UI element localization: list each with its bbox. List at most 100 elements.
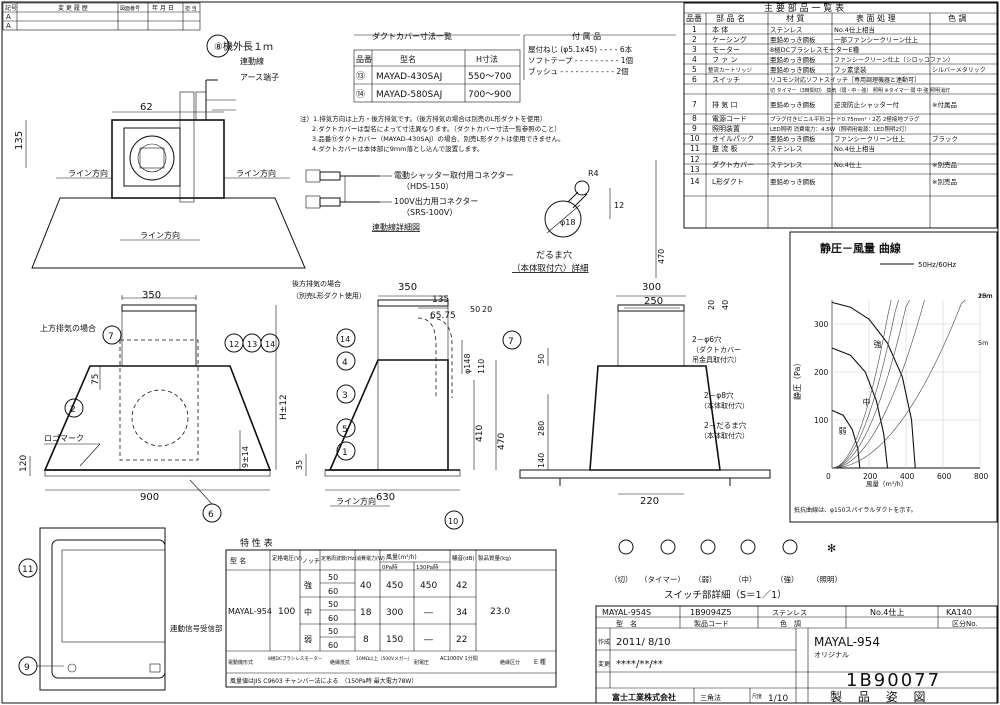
connector-detail: 電動シャッター取付用コネクター （HDS-150） 100V出力用コネクター （… [305, 169, 514, 232]
chart-y-tick: 300 [814, 320, 829, 329]
spec-f-motor-val: 8極DCブラシレスモーター [268, 655, 323, 662]
duct-row1-model: MAYAD-430SAJ [376, 72, 442, 82]
dim-front-h: H±12 [279, 394, 289, 420]
spec-r3-w: 8 [363, 635, 369, 645]
switch-label-low: （弱） [694, 575, 717, 584]
tb-scale-label: 尺度 [752, 693, 762, 700]
shutter-connector-label: 電動シャッター取付用コネクター [394, 170, 514, 180]
dim-side-470: 470 [497, 433, 507, 450]
spec-f-motor: 電動機形式 [228, 659, 253, 666]
spec-r1-hz60: 60 [328, 587, 338, 596]
line-dir-bottom: ライン方向 [140, 230, 180, 240]
part-5-no: 5 [692, 65, 697, 74]
chart-ylabel: 静圧（Pa） [792, 359, 802, 400]
spec-r1-db: 42 [456, 581, 467, 591]
connector-detail-title: 連動線詳細図 [372, 222, 420, 232]
rear-hole-3-b: （本体取付穴） [700, 431, 749, 440]
chart-x-tick: 800 [974, 472, 989, 481]
dim-side-410: 410 [475, 425, 485, 442]
parts-header-no: 品番 [686, 13, 702, 23]
callout-7: 7 [108, 332, 114, 342]
spec-r3-q130: ― [424, 635, 433, 645]
dim-side-20: 20 [482, 305, 492, 314]
bottom-view: 11 9 連動信号受信部 [18, 527, 223, 691]
hole-d12: 12 [614, 201, 624, 210]
part-7-color: ※付属品 [932, 100, 957, 109]
part-8-no: 8 [692, 114, 697, 123]
dim-rear-250: 250 [644, 296, 663, 307]
line-dir-right: ライン方向 [236, 168, 276, 178]
dim-rear-50: 50 [537, 354, 546, 364]
duct-row2-model: MAYAD-580SAJ [376, 90, 442, 100]
spec-h-db: 騒音(dB) [452, 554, 475, 562]
spec-r2-hz50: 50 [328, 600, 338, 609]
rev-header-drawing: 図面番号 [120, 5, 140, 12]
duct-header-model: 型名 [400, 54, 416, 64]
dim-rear-220: 220 [640, 496, 659, 507]
tb-drawing-no: 1B90077 [846, 670, 941, 691]
part-9-no: 9 [692, 124, 697, 133]
note-1: 注）1.排気方向は上方・後方排気です。（後方排気の場合は別売のL形ダクトを使用） [300, 114, 546, 123]
dim-135: 135 [14, 131, 25, 150]
callout-14-side: 14 [340, 335, 350, 344]
spec-h-kg: 製品質量(kg) [478, 554, 511, 562]
part-9-material: LED照明 消費電力：4.5W（照明用電源：LED照明2灯） [770, 125, 910, 133]
spec-table: 特 性 表 型 名 定格電圧(V) ノッチ 定格周波数(Hz) 消費電力(W) … [225, 537, 557, 688]
callout-3: 3 [342, 391, 348, 401]
part-5-material: 亜鉛めっき鋼板 [770, 65, 816, 74]
chart-resistance-curve [831, 299, 899, 469]
tb-model: MAYAL-954S [602, 608, 651, 617]
callout-1: 1 [342, 448, 348, 458]
part-12-material: ステンレス [770, 161, 803, 169]
part-10-material: 亜鉛めっき鋼板 [770, 134, 816, 143]
chart-x-tick: 600 [937, 472, 952, 481]
spec-r1-notch: 強 [304, 580, 312, 590]
duct-table-title: ダクトカバー寸法一覧 [372, 31, 452, 41]
rear-view: 300 250 20 40 50 280 140 220 2－φ6穴 （ダクトカ… [519, 282, 771, 507]
part-14-no: 14 [690, 177, 700, 186]
switch-label-mid: （中） [734, 574, 757, 584]
dim-rear-140: 140 [537, 453, 546, 468]
spec-voltage: 100 [278, 607, 295, 617]
dim-rear-280: 280 [537, 421, 546, 436]
tb-color: ステンレス [772, 609, 807, 617]
dim-rear-40: 40 [721, 300, 730, 310]
part-4-material: 亜鉛めっき鋼板 [770, 55, 816, 64]
parts-header-finish: 表 面 処 理 [856, 13, 896, 23]
duct-cover-table: ダクトカバー寸法一覧 品番 型名 H寸法 ⑬ MAYAD-430SAJ 550〜… [353, 31, 521, 103]
switch-label-off: （切） [610, 575, 633, 584]
parts-header-color: 色 調 [948, 13, 967, 23]
part-6-material: リコモン対応ソフトスイッチ［専用調理機器と連動可］ [770, 76, 920, 84]
part-8-name: 電源コード [712, 114, 747, 123]
part-4-name: フ ァ ン [712, 56, 737, 64]
spec-r2-q130: ― [424, 608, 433, 618]
callout-5: 5 [342, 425, 348, 435]
parts-header-name: 部 品 名 [716, 13, 745, 23]
tb-code: 1B9094Z5 [690, 608, 732, 617]
callout-14: 14 [265, 340, 275, 349]
chart-x-tick: 0 [826, 472, 831, 481]
tb-lbl-class: 区分No. [952, 619, 978, 628]
part-5-finish: フッ素塗装 [834, 65, 867, 74]
spec-r1-q0: 450 [386, 581, 403, 591]
chart-y-tick: 200 [814, 368, 829, 377]
part-1-finish: No.4仕上相当 [834, 25, 875, 34]
part-13-no: 13 [690, 165, 700, 174]
tb-scale: 1/10 [768, 694, 788, 704]
tb-projection: 三角法 [700, 693, 721, 702]
accessory-tape: ソフトテープ - - - - - - - - - 1個 [528, 55, 633, 65]
side-view: 350 135 65.75 50 20 φ148 110 410 470 630… [292, 279, 522, 530]
dim-side-50: 50 [470, 305, 480, 314]
rear-exhaust-label: 後方排気の場合 [292, 279, 341, 288]
callout-13: 13 [247, 340, 257, 349]
tb-company: 富士工業株式会社 [612, 692, 676, 702]
part-11-material: ステンレス [770, 145, 803, 153]
spec-f-volt: 耐電圧 [414, 659, 429, 666]
callout-2: 2 [70, 405, 76, 415]
callout-11: 11 [22, 565, 33, 575]
part-3-material: 8極DCブラシレスモーターE種 [770, 45, 860, 54]
spec-h-notch: ノッチ [302, 558, 320, 565]
dim-rear-20: 20 [707, 300, 716, 310]
tb-rev: ****/**/** [616, 659, 663, 670]
